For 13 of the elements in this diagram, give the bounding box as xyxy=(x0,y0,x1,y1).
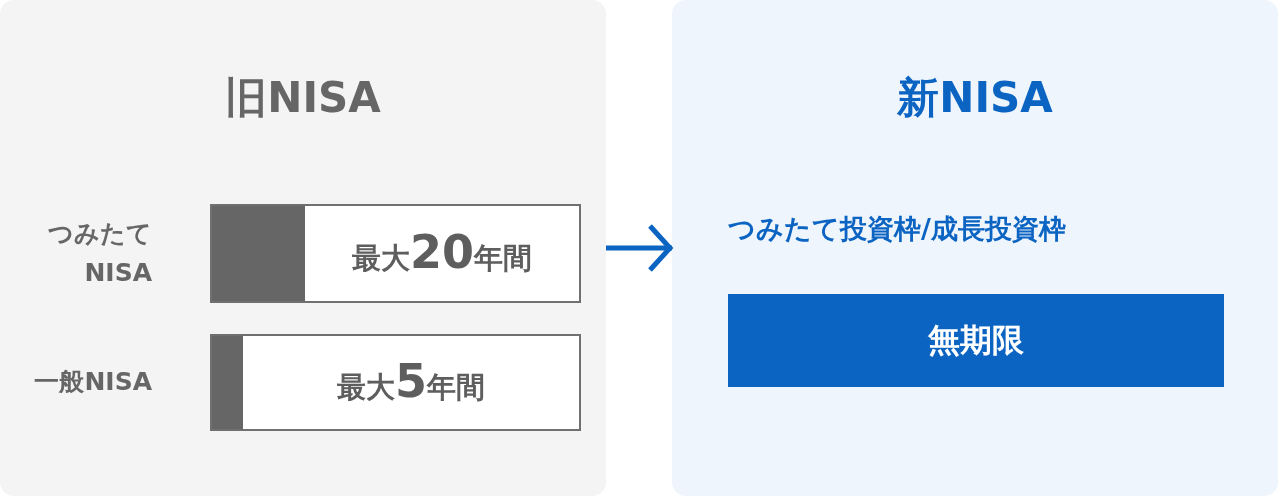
arrow xyxy=(606,223,673,273)
duration-text: 最大20年間 xyxy=(352,228,532,279)
panel-title: 旧NISA xyxy=(224,72,382,124)
duration-text: 最大5年間 xyxy=(337,357,485,408)
duration-bar xyxy=(210,334,581,431)
category-label: つみたて投資枠/成長投資枠 xyxy=(728,212,1066,247)
duration-bar xyxy=(210,204,581,303)
comparison-panel xyxy=(0,0,606,496)
row-label: つみたてNISA xyxy=(47,218,152,289)
period-banner: 無期限 xyxy=(728,294,1224,387)
panel-title: 新NISA xyxy=(896,72,1054,124)
comparison-panel xyxy=(672,0,1278,496)
row-label: 一般NISA xyxy=(34,365,152,398)
